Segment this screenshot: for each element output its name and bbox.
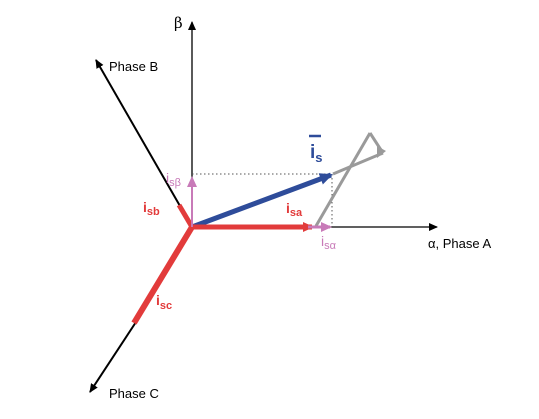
alpha-axis-label: α, Phase A bbox=[428, 236, 491, 251]
phase-c-axis bbox=[89, 321, 137, 393]
isa-label: isa bbox=[286, 200, 303, 219]
is-beta-label: isβ bbox=[166, 170, 181, 189]
construction-line-b bbox=[314, 132, 372, 227]
phase-c-current-vector bbox=[131, 225, 195, 325]
isb-label: isb bbox=[143, 199, 160, 218]
stator-current-vector bbox=[191, 172, 333, 230]
construction-line-s bbox=[332, 151, 384, 176]
construction-arrowhead bbox=[377, 146, 386, 158]
phase-b-label: Phase B bbox=[109, 59, 158, 74]
stator-vector-label: is bbox=[310, 142, 323, 165]
beta-axis-label: β bbox=[174, 14, 183, 32]
phase-c-label: Phase C bbox=[109, 386, 159, 401]
is-alpha-label: isα bbox=[321, 233, 337, 252]
phase-b-current-vector bbox=[176, 203, 195, 229]
phase-b-axis bbox=[95, 59, 181, 207]
isc-label: isc bbox=[156, 292, 172, 312]
